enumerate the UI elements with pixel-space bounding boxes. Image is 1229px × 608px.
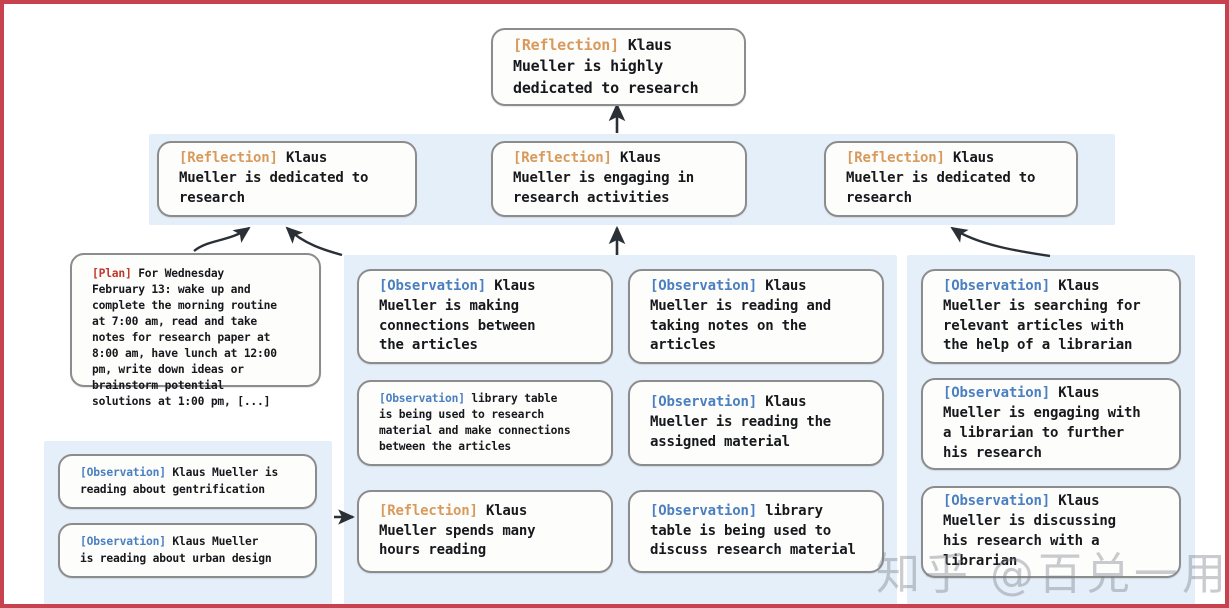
observation-tag: [Observation] xyxy=(80,466,166,480)
node-col3-obs-discuss-material[interactable]: [Observation] library table is being use… xyxy=(628,490,884,573)
observation-tag: [Observation] xyxy=(943,493,1050,510)
reflection-tag: [Reflection] xyxy=(179,150,278,167)
reflection-tag: [Reflection] xyxy=(513,36,619,55)
node-text: [Reflection] Klaus Mueller is dedicated … xyxy=(179,149,368,209)
node-col2-obs-library-table[interactable]: [Observation] library table is being use… xyxy=(357,380,613,466)
node-reflection-left[interactable]: [Reflection] Klaus Mueller is dedicated … xyxy=(157,141,417,217)
node-body: Klaus Mueller is searching for relevant … xyxy=(943,277,1141,354)
node-body: Klaus Mueller spends many hours reading xyxy=(379,502,536,559)
node-body: Klaus Mueller is engaging in research ac… xyxy=(513,150,695,206)
observation-tag: [Observation] xyxy=(650,277,757,294)
observation-tag: [Observation] xyxy=(943,385,1050,402)
reflection-tag: [Reflection] xyxy=(846,150,945,167)
observation-tag: [Observation] xyxy=(943,277,1050,294)
node-col3-obs-assigned-material[interactable]: [Observation] Klaus Mueller is reading t… xyxy=(628,380,884,466)
node-body: Klaus Mueller is discussing his research… xyxy=(943,493,1116,569)
node-text: [Observation] Klaus Mueller is reading a… xyxy=(650,277,831,357)
node-text: [Observation] library table is being use… xyxy=(379,391,571,455)
node-body: Klaus Mueller is engaging with a librari… xyxy=(943,385,1141,461)
node-body: library table is being used to discuss r… xyxy=(650,502,856,559)
node-text: [Observation] library table is being use… xyxy=(650,502,856,562)
node-text: [Observation] Klaus Mueller is reading t… xyxy=(650,393,831,453)
node-root-reflection[interactable]: [Reflection] Klaus Mueller is highly ded… xyxy=(491,28,746,106)
node-reflection-right[interactable]: [Reflection] Klaus Mueller is dedicated … xyxy=(824,141,1078,217)
observation-tag: [Observation] xyxy=(650,502,757,519)
node-body: Klaus Mueller is dedicated to research xyxy=(179,150,369,206)
node-text: [Observation] Klaus Mueller is making co… xyxy=(379,277,536,357)
arrow-col2-to-reflection-left xyxy=(285,226,343,257)
node-text: [Reflection] Klaus Mueller is dedicated … xyxy=(846,149,1035,209)
node-body: Klaus Mueller is reading and taking note… xyxy=(650,277,832,354)
node-text: [Observation] Klaus Mueller is engaging … xyxy=(943,384,1141,464)
node-text: [Reflection] Klaus Mueller is engaging i… xyxy=(513,149,694,209)
plan-tag: [Plan] xyxy=(92,267,132,280)
node-text: [Reflection] Klaus Mueller is highly ded… xyxy=(513,35,699,99)
node-reflection-center[interactable]: [Reflection] Klaus Mueller is engaging i… xyxy=(491,141,747,217)
node-body: Klaus Mueller is highly dedicated to res… xyxy=(513,36,699,97)
node-text: [Observation] Klaus Mueller is discussin… xyxy=(943,492,1116,572)
reflection-tag: [Reflection] xyxy=(379,502,478,519)
node-body: Klaus Mueller is reading about urban des… xyxy=(80,535,272,565)
node-plan[interactable]: [Plan] For Wednesday February 13: wake u… xyxy=(70,253,321,408)
node-text: [Plan] For Wednesday February 13: wake u… xyxy=(92,266,277,410)
node-body: Klaus Mueller is dedicated to research xyxy=(846,150,1036,206)
node-obs-left-urban-design[interactable]: [Observation] Klaus Mueller is reading a… xyxy=(58,523,317,578)
node-text: [Observation] Klaus Mueller is reading a… xyxy=(80,465,278,497)
observation-tag: [Observation] xyxy=(379,391,465,405)
reflection-tag: [Reflection] xyxy=(513,150,612,167)
arrow-plan-to-reflection-left xyxy=(193,226,251,252)
observation-tag: [Observation] xyxy=(379,277,486,294)
node-body: Klaus Mueller is reading about gentrific… xyxy=(80,466,279,496)
node-body: For Wednesday February 13: wake up and c… xyxy=(92,267,277,409)
node-obs-left-gentrification[interactable]: [Observation] Klaus Mueller is reading a… xyxy=(58,454,317,509)
node-col2-obs-connections[interactable]: [Observation] Klaus Mueller is making co… xyxy=(357,269,613,364)
node-body: Klaus Mueller is making connections betw… xyxy=(379,277,536,354)
arrow-col4-to-reflection-right xyxy=(950,226,1051,258)
node-col2-reflection-hours-reading[interactable]: [Reflection] Klaus Mueller spends many h… xyxy=(357,490,613,573)
node-body: library table is being used to research … xyxy=(379,391,571,454)
observation-tag: [Observation] xyxy=(80,535,166,549)
node-col4-obs-searching-articles[interactable]: [Observation] Klaus Mueller is searching… xyxy=(921,269,1181,364)
node-text: [Observation] Klaus Mueller is searching… xyxy=(943,277,1141,357)
node-col4-obs-engaging-librarian[interactable]: [Observation] Klaus Mueller is engaging … xyxy=(921,378,1181,470)
observation-tag: [Observation] xyxy=(650,394,757,411)
node-col3-obs-reading-notes[interactable]: [Observation] Klaus Mueller is reading a… xyxy=(628,269,884,364)
node-col4-obs-discussing-research[interactable]: [Observation] Klaus Mueller is discussin… xyxy=(921,486,1181,578)
node-text: [Observation] Klaus Mueller is reading a… xyxy=(80,534,272,566)
node-text: [Reflection] Klaus Mueller spends many h… xyxy=(379,502,536,562)
zhihu-watermark: 知乎 @百兑一用谥书生 xyxy=(876,549,1229,600)
node-body: Klaus Mueller is reading the assigned ma… xyxy=(650,394,832,450)
